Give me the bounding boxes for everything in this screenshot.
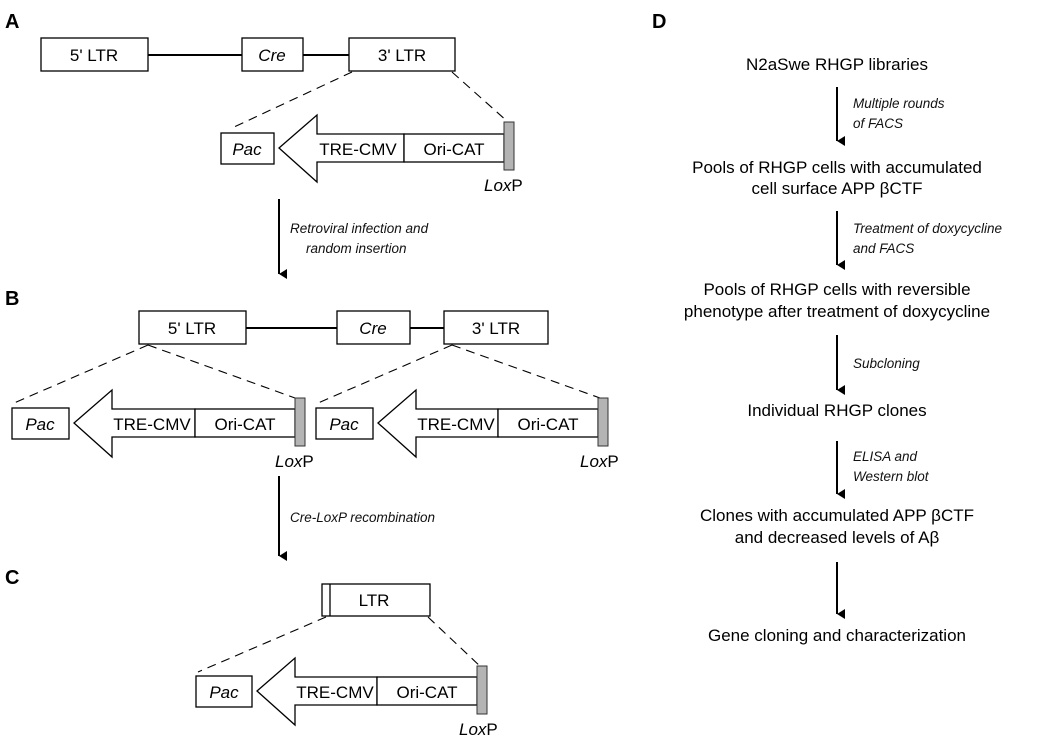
b1-loxp-label: LoxP bbox=[275, 452, 314, 471]
b-5ltr-box bbox=[138, 310, 247, 345]
b-expand-left-2 bbox=[317, 344, 453, 404]
c-ltr-box bbox=[321, 583, 431, 617]
flow-edge-4-line-2: Western blot bbox=[853, 469, 930, 484]
a-3ltr-label: 3' LTR bbox=[378, 46, 426, 65]
b1-pac-label: Pac bbox=[25, 415, 55, 434]
panel-b: B 5' LTR Cre 3' LTR Pac TRE-CMV Ori-CAT … bbox=[5, 288, 619, 471]
flow-node-3-line-2: phenotype after treatment of doxycycline bbox=[684, 302, 990, 321]
c-pac-label: Pac bbox=[209, 683, 239, 702]
b2-loxp-label: LoxP bbox=[580, 452, 619, 471]
panel-label-d: D bbox=[652, 11, 666, 33]
a-pac-label: Pac bbox=[232, 140, 262, 159]
b2-loxp-bar bbox=[597, 397, 609, 447]
b-cre-label: Cre bbox=[359, 319, 386, 338]
flow-node-3-line-1: Pools of RHGP cells with reversible bbox=[703, 280, 970, 299]
a-loxp-label: LoxP bbox=[484, 176, 523, 195]
a-3ltr-box bbox=[348, 37, 456, 72]
b-expand-right-1 bbox=[147, 344, 296, 399]
a-5ltr-box bbox=[40, 37, 149, 72]
b-3ltr-box bbox=[443, 310, 549, 345]
b-3ltr-label: 3' LTR bbox=[472, 319, 520, 338]
a-loxp-bar bbox=[503, 121, 515, 171]
a-5ltr-label: 5' LTR bbox=[70, 46, 118, 65]
a-cre-box bbox=[241, 37, 304, 72]
a-expand-right bbox=[451, 71, 509, 123]
b2-pac-box bbox=[315, 407, 374, 440]
a-to-b-label-2: random insertion bbox=[306, 241, 407, 256]
flow-node-5-line-2: and decreased levels of Aβ bbox=[735, 528, 940, 547]
a-expand-left bbox=[231, 71, 353, 129]
c-expand-left bbox=[197, 616, 327, 673]
b-to-c-label: Cre-LoxP recombination bbox=[290, 510, 435, 525]
b1-ori-label: Ori-CAT bbox=[214, 415, 275, 434]
a-ori-label: Ori-CAT bbox=[423, 140, 484, 159]
flow-node-4: Individual RHGP clones bbox=[747, 401, 926, 420]
panel-label-b: B bbox=[5, 288, 19, 310]
c-pac-box bbox=[195, 675, 253, 708]
b2-ori-label: Ori-CAT bbox=[517, 415, 578, 434]
a-pac-box bbox=[220, 132, 275, 165]
b1-ori-box bbox=[194, 408, 296, 438]
b1-pac-box bbox=[11, 407, 70, 440]
b-cre-box bbox=[336, 310, 411, 345]
flow-node-2-line-1: Pools of RHGP cells with accumulated bbox=[692, 158, 982, 177]
flow-edge-1-line-1: Multiple rounds bbox=[853, 96, 945, 111]
c-expand-right bbox=[427, 616, 483, 669]
flow-edge-2-line-2: and FACS bbox=[853, 241, 914, 256]
panel-label-a: A bbox=[5, 11, 19, 33]
panel-a: A 5' LTR Cre 3' LTR Pac TRE-CMV Ori-CAT … bbox=[5, 11, 523, 195]
b1-loxp-bar bbox=[294, 397, 306, 447]
b-expand-right-2 bbox=[451, 344, 601, 399]
b2-ori-box bbox=[497, 408, 599, 438]
c-ltr-label: LTR bbox=[359, 591, 390, 610]
c-ori-label: Ori-CAT bbox=[396, 683, 457, 702]
b-expand-left-1 bbox=[13, 344, 149, 404]
step-b-to-c: Cre-LoxP recombination bbox=[278, 476, 435, 561]
panel-label-c: C bbox=[5, 567, 19, 589]
flow-edge-3-line-1: Subcloning bbox=[853, 356, 920, 371]
flow-node-6: Gene cloning and characterization bbox=[708, 626, 966, 645]
flow-edge-4-line-1: ELISA and bbox=[853, 449, 918, 464]
b2-tre-label: TRE-CMV bbox=[417, 415, 495, 434]
c-loxp-label: LoxP bbox=[459, 720, 498, 739]
a-to-b-label-1: Retroviral infection and bbox=[290, 221, 429, 236]
c-loxp-bar bbox=[476, 665, 488, 715]
b-5ltr-label: 5' LTR bbox=[168, 319, 216, 338]
b1-tre-label: TRE-CMV bbox=[113, 415, 191, 434]
flow-node-2-line-2: cell surface APP βCTF bbox=[751, 179, 922, 198]
panel-c: C LTR Pac TRE-CMV Ori-CAT LoxP bbox=[5, 567, 498, 739]
flow-node-5-line-1: Clones with accumulated APP βCTF bbox=[700, 506, 974, 525]
step-a-to-b: Retroviral infection and random insertio… bbox=[278, 199, 429, 279]
a-tre-label: TRE-CMV bbox=[319, 140, 397, 159]
flow-edge-1-line-2: of FACS bbox=[853, 116, 903, 131]
panel-d: D N2aSwe RHGP libraries Pools of RHGP ce… bbox=[652, 11, 1002, 645]
c-tre-label: TRE-CMV bbox=[296, 683, 374, 702]
a-cre-label: Cre bbox=[258, 46, 285, 65]
b2-pac-label: Pac bbox=[329, 415, 359, 434]
flow-edge-2-line-1: Treatment of doxycycline bbox=[853, 221, 1002, 236]
flow-node-1: N2aSwe RHGP libraries bbox=[746, 55, 928, 74]
